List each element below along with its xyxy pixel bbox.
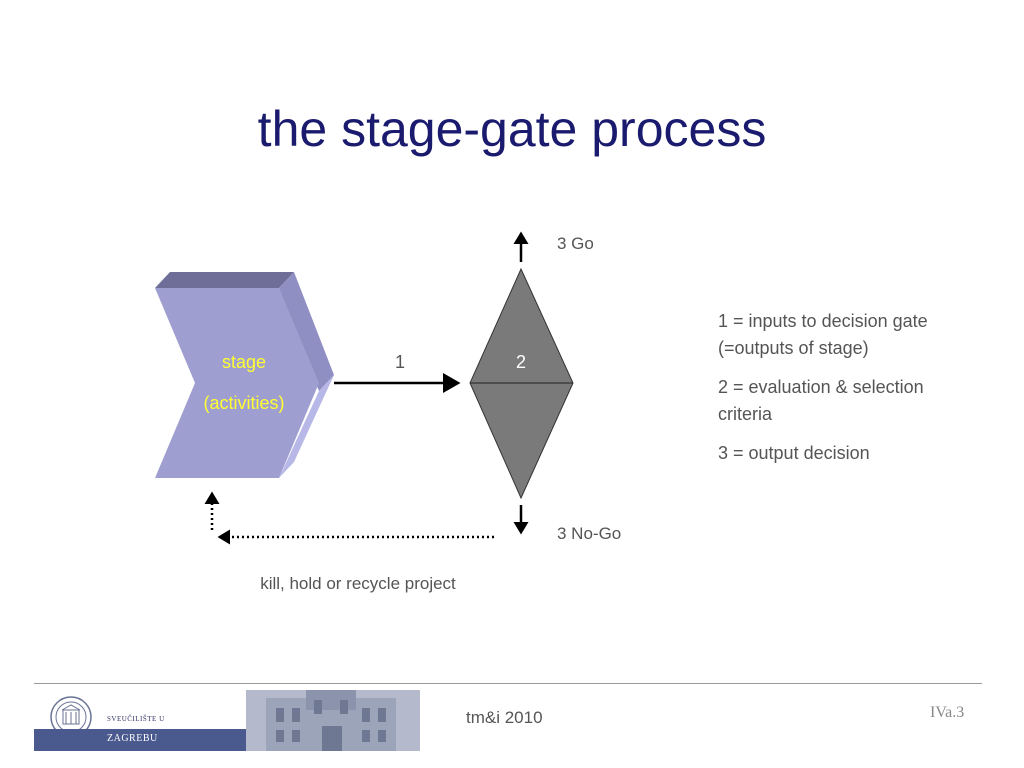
stage-sublabel: (activities) xyxy=(203,393,284,413)
logo-bar xyxy=(34,729,246,751)
slide-title: the stage-gate process xyxy=(257,101,767,157)
stage-shape xyxy=(155,272,334,478)
university-name-top: SVEUČILIŠTE U xyxy=(107,715,165,723)
legend-item-3: 3 = output decision xyxy=(718,443,870,463)
building-image xyxy=(246,690,420,751)
legend-item-1: 1 = inputs to decision gate (=outputs of… xyxy=(718,311,928,358)
stage-front-face xyxy=(155,288,319,478)
recycle-label: kill, hold or recycle project xyxy=(260,574,456,593)
university-name-bottom: ZAGREBU xyxy=(107,733,158,744)
go-label: 3 Go xyxy=(557,234,594,253)
page-number: IVa.3 xyxy=(930,704,965,721)
gate-label: 2 xyxy=(516,352,526,372)
university-logo: SVEUČILIŠTE U ZAGREBU xyxy=(34,690,420,751)
stage-side-face xyxy=(279,272,334,391)
stage-label: stage xyxy=(222,352,266,372)
stage-side-face-lower xyxy=(279,375,334,478)
nogo-label: 3 No-Go xyxy=(557,524,621,543)
legend-item-2: 2 = evaluation & selection criteria xyxy=(718,377,924,424)
stage-top-face xyxy=(155,272,294,288)
input-arrow-label: 1 xyxy=(395,352,405,372)
legend: 1 = inputs to decision gate (=outputs of… xyxy=(718,308,978,479)
course-label: tm&i 2010 xyxy=(466,708,543,727)
stage-gate-diagram: stage (activities) 1 2 3 Go 3 No-Go kill… xyxy=(155,231,621,593)
footer-divider xyxy=(34,683,982,684)
